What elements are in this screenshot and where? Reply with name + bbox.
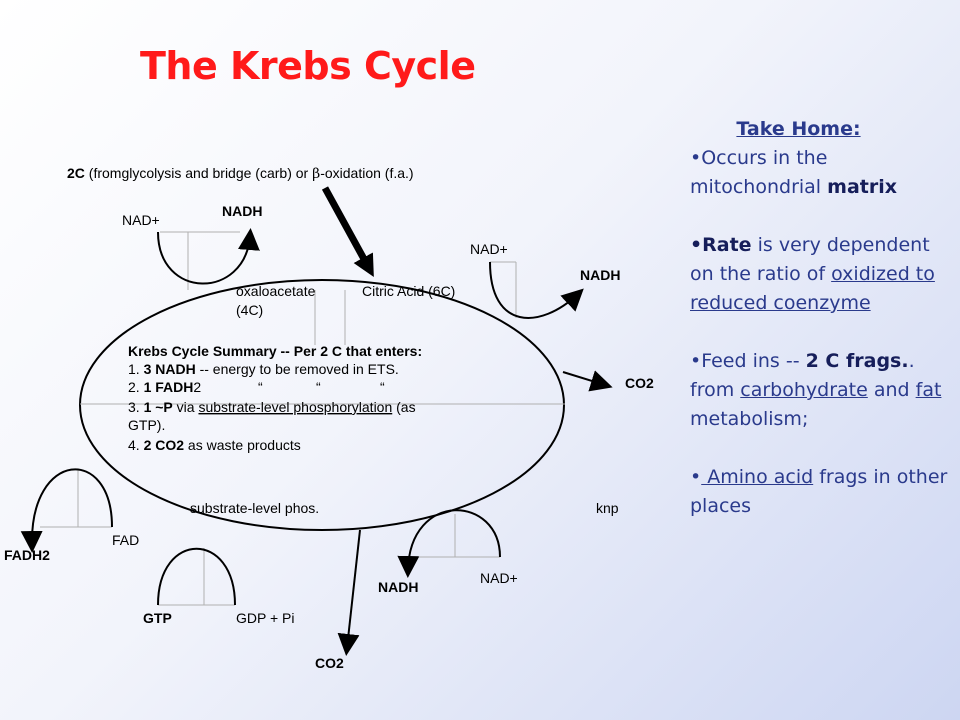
label-gtp: GTP [143, 610, 172, 626]
nadh-loop-right [489, 261, 584, 319]
take-home-panel: Take Home: •Occurs in the mitochondrial … [690, 115, 955, 550]
label-co2-bottom: CO2 [315, 655, 344, 671]
summary-line-3-cont: GTP). [128, 417, 165, 433]
label-nad-top-left: NAD+ [122, 212, 160, 228]
slide-title: The Krebs Cycle [140, 44, 476, 88]
nadh-loop-top-left [157, 228, 260, 285]
label-nad-bottom: NAD+ [480, 570, 518, 586]
label-nad-right: NAD+ [470, 241, 508, 257]
summary-line-2: 2. 1 FADH2 [128, 379, 201, 395]
take-home-bullet-4: • Amino acid frags in other places [690, 466, 948, 517]
fadh2-loop [20, 468, 113, 553]
label-co2-right: CO2 [625, 375, 654, 391]
label-nadh-right: NADH [580, 267, 620, 283]
input-arrow [321, 186, 374, 278]
label-fadh2: FADH2 [4, 547, 50, 563]
ditto-mark-3: “ [380, 379, 385, 395]
input-label: 2C (fromglycolysis and bridge (carb) or … [67, 165, 414, 182]
label-oxaloacetate-carbons: (4C) [236, 302, 263, 318]
take-home-bullet-1: •Occurs in the mitochondrial matrix [690, 147, 897, 198]
gtp-loop [157, 547, 236, 606]
summary-line-1: 1. 3 NADH -- energy to be removed in ETS… [128, 361, 399, 377]
nadh-loop-bottom [397, 509, 501, 578]
summary-box: Krebs Cycle Summary -- Per 2 C that ente… [128, 343, 422, 453]
cycle-ellipse [79, 279, 565, 531]
label-nadh-bottom: NADH [378, 579, 418, 595]
label-knp: knp [596, 500, 619, 516]
label-fad: FAD [112, 532, 139, 548]
summary-line-3: 3. 1 ~P via substrate-level phosphorylat… [128, 399, 416, 415]
label-oxaloacetate: oxaloacetate [236, 283, 316, 299]
summary-line-4: 4. 2 CO2 as waste products [128, 437, 301, 453]
ditto-mark-2: “ [316, 379, 321, 395]
ditto-mark-1: “ [258, 379, 263, 395]
label-citric-acid: Citric Acid (6C) [362, 283, 455, 299]
take-home-bullet-3: •Feed ins -- 2 C frags.. from carbohydra… [690, 350, 942, 430]
label-nadh-top-left: NADH [222, 203, 262, 219]
label-gdp-pi: GDP + Pi [236, 610, 295, 626]
summary-title: Krebs Cycle Summary -- Per 2 C that ente… [128, 343, 422, 359]
take-home-heading: Take Home: [736, 118, 861, 140]
co2-arrow-bottom [337, 529, 361, 656]
take-home-bullet-2: •Rate is very dependent on the ratio of … [690, 234, 935, 314]
co2-arrow-right [562, 370, 613, 392]
label-substrate-level: substrate-level phos. [190, 500, 319, 516]
